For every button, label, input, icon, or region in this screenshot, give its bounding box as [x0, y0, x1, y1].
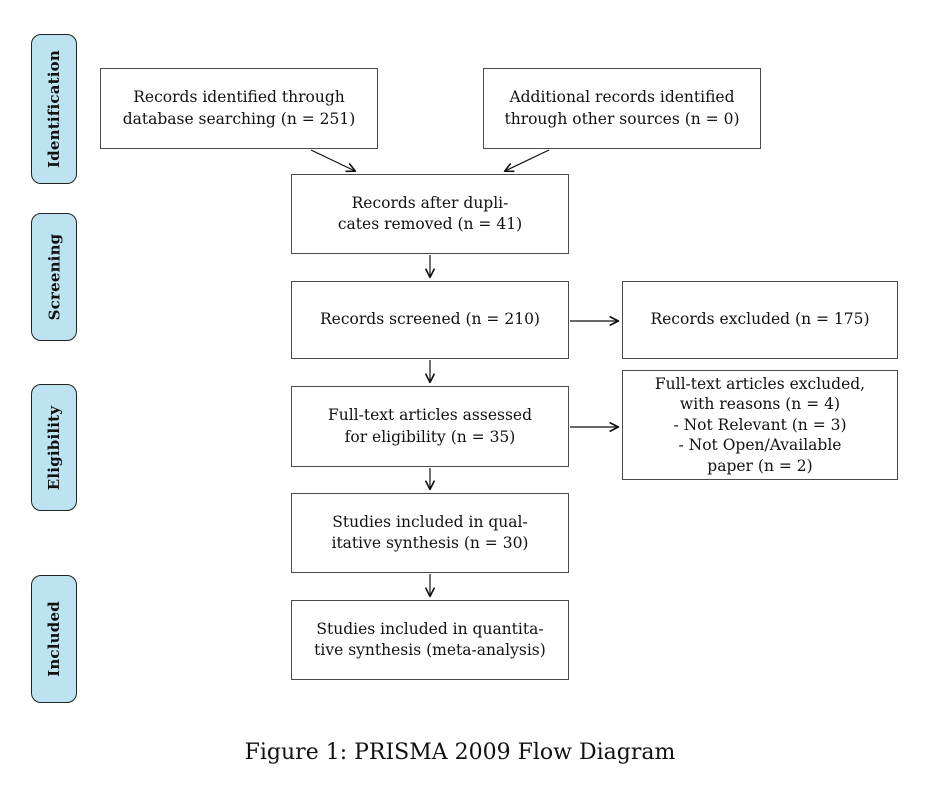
box-qualitative-synthesis: Studies included in qual- itative synthe… [291, 493, 569, 573]
box-additional-records: Additional records identified through ot… [483, 68, 761, 149]
phase-label-included: Included [31, 575, 77, 703]
phase-label-screening: Screening [31, 213, 77, 341]
box-quantitative-synthesis: Studies included in quantita- tive synth… [291, 600, 569, 680]
phase-label-text: Included [45, 601, 63, 677]
phase-label-text: Eligibility [45, 405, 64, 490]
box-records-excluded: Records excluded (n = 175) [622, 281, 898, 359]
phase-label-identification: Identification [31, 34, 77, 184]
figure-caption: Figure 1: PRISMA 2009 Flow Diagram [244, 740, 676, 765]
phase-label-text: Identification [45, 50, 63, 168]
box-duplicates-removed: Records after dupli- cates removed (n = … [291, 174, 569, 254]
phase-label-text: Screening [45, 233, 64, 321]
box-records-identified: Records identified through database sear… [100, 68, 378, 149]
box-records-screened: Records screened (n = 210) [291, 281, 569, 359]
phase-label-eligibility: Eligibility [31, 384, 77, 511]
box-fulltext-excluded: Full-text articles excluded, with reason… [622, 370, 898, 480]
arrow-additional-to-duplicates [503, 149, 550, 173]
box-fulltext-assessed: Full-text articles assessed for eligibil… [291, 386, 569, 467]
arrow-identified-to-duplicates [310, 149, 357, 173]
